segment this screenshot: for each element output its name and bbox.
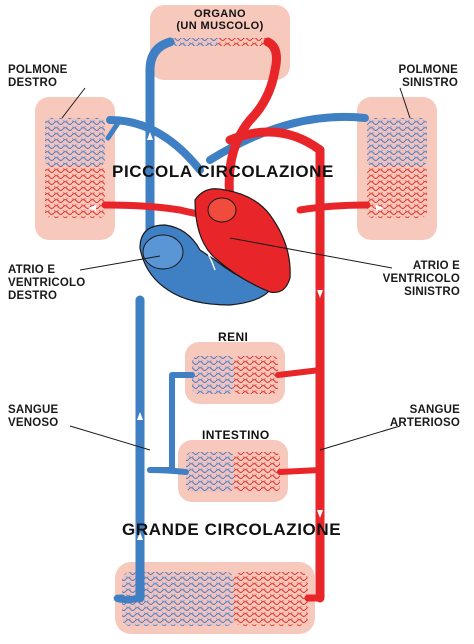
left-heart-label-line3: SINISTRO bbox=[404, 286, 460, 298]
leader-lines bbox=[61, 87, 411, 451]
left-heart-label-line2: VENTRICOLO bbox=[382, 273, 460, 285]
right-lung-label-line2: DESTRO bbox=[8, 77, 58, 89]
left-heart-label: ATRIO E VENTRICOLO SINISTRO bbox=[378, 260, 460, 299]
arrow-down-icon bbox=[317, 290, 323, 298]
kidneys-capillaries-venous bbox=[192, 356, 234, 394]
left-lung-label-line2: SINISTRO bbox=[402, 77, 458, 89]
left-atrium bbox=[207, 197, 237, 223]
right-lung-capillaries-arterial bbox=[45, 166, 105, 218]
left-heart-label-line1: ATRIO E bbox=[412, 260, 460, 272]
intestine-capillaries-venous bbox=[186, 452, 234, 492]
organ-label: ORGANO (UN MUSCOLO) bbox=[160, 8, 280, 32]
kidneys-label: RENI bbox=[218, 330, 249, 344]
systemic-circulation-title: GRANDE CIRCOLAZIONE bbox=[122, 520, 342, 539]
arrow-down-icon bbox=[317, 510, 323, 518]
organ-label-line1: ORGANO bbox=[194, 8, 246, 20]
organ-capillaries-arterial bbox=[218, 38, 268, 46]
pulmonary-circulation-title: PICCOLA CIRCOLAZIONE bbox=[112, 162, 334, 181]
venous-blood-label: SANGUE VENOSO bbox=[8, 404, 58, 430]
intestine-label: INTESTINO bbox=[202, 428, 270, 442]
lower-body-capillaries-venous bbox=[122, 572, 234, 626]
arterial-blood-label: SANGUE ARTERIOSO bbox=[370, 404, 460, 430]
flow-arrows bbox=[88, 132, 384, 540]
organ-capillaries-venous bbox=[168, 38, 218, 46]
organ-label-line2: (UN MUSCOLO) bbox=[176, 20, 264, 32]
left-lung-capillaries-arterial bbox=[367, 166, 427, 218]
left-lung-label: POLMONE SINISTRO bbox=[378, 64, 458, 90]
lower-body-capillaries-arterial bbox=[234, 572, 308, 626]
intestine-capillaries-arterial bbox=[234, 452, 280, 492]
arrow-up-icon bbox=[137, 412, 143, 420]
kidneys-capillaries-arterial bbox=[234, 356, 278, 394]
arterial-blood-label-line1: SANGUE bbox=[409, 404, 460, 416]
left-lung-capillaries-venous bbox=[367, 118, 427, 166]
right-heart-label-line1: ATRIO E bbox=[8, 264, 56, 276]
venous-blood-label-line1: SANGUE bbox=[8, 404, 59, 416]
right-lung-capillaries-venous bbox=[45, 118, 105, 166]
right-lung-label-line1: POLMONE bbox=[8, 64, 68, 76]
arrow-up-icon bbox=[147, 132, 153, 140]
venous-vessels bbox=[105, 37, 369, 604]
arrow-right-icon bbox=[376, 205, 384, 211]
right-lung-label: POLMONE DESTRO bbox=[8, 64, 68, 90]
arrow-up-icon bbox=[137, 532, 143, 540]
right-heart-label: ATRIO E VENTRICOLO DESTRO bbox=[8, 264, 85, 303]
arterial-vessels bbox=[101, 37, 371, 603]
left-lung-label-line1: POLMONE bbox=[398, 64, 458, 76]
arrow-left-icon bbox=[88, 205, 96, 211]
right-atrium bbox=[142, 234, 184, 270]
venous-blood-label-line2: VENOSO bbox=[8, 417, 59, 429]
arterial-blood-label-line2: ARTERIOSO bbox=[389, 417, 460, 429]
right-heart-label-line3: DESTRO bbox=[8, 290, 58, 302]
right-heart-label-line2: VENTRICOLO bbox=[8, 277, 86, 289]
